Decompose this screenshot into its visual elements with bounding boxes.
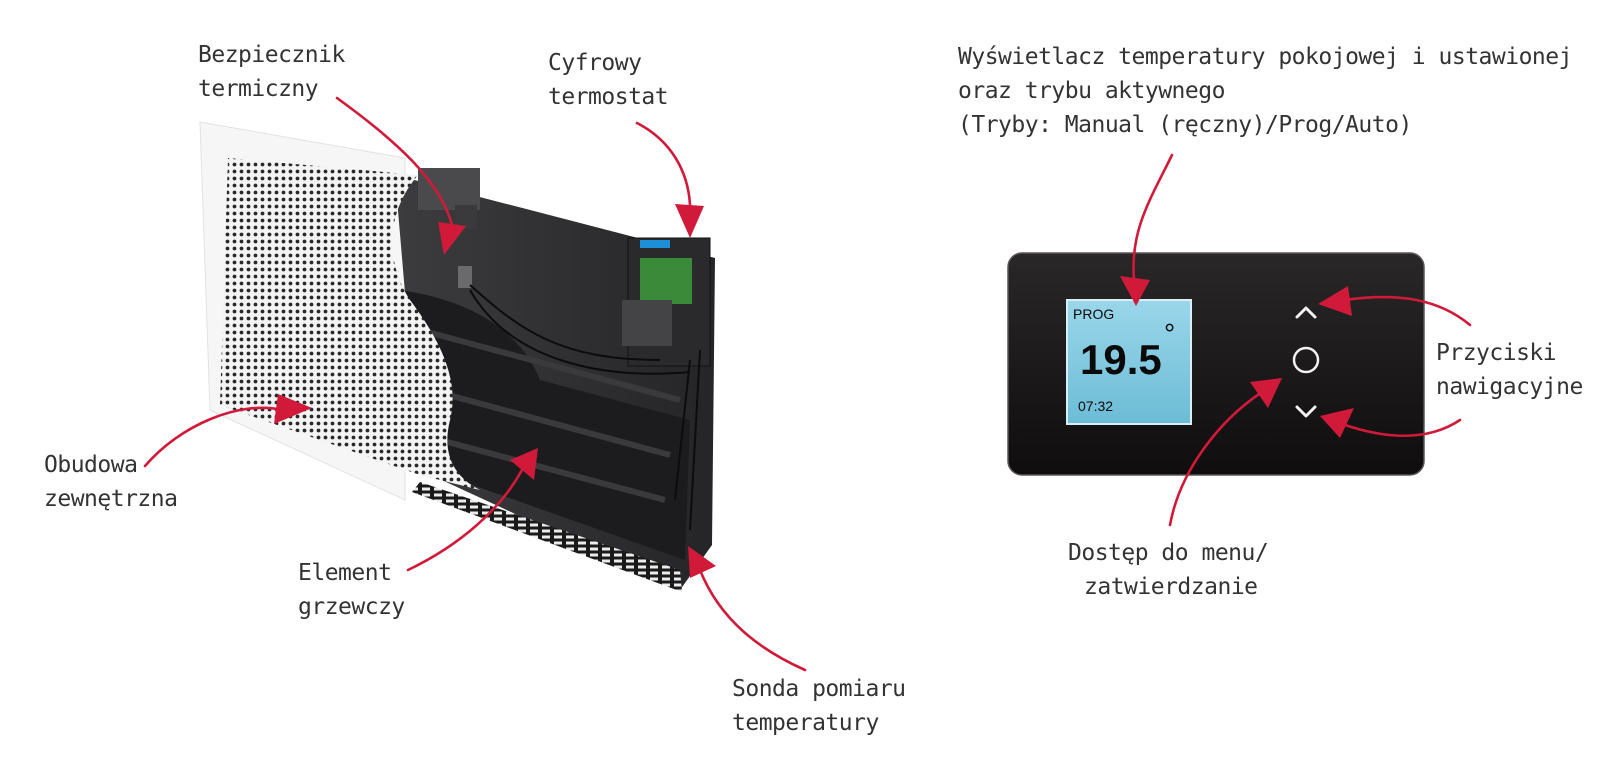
label-line: Element [298,560,392,586]
arrow-nav-up [1343,295,1472,327]
arrowhead-menu [1250,378,1282,408]
label-digital-thermostat: Cyfrowy termostat [548,46,669,114]
arrow-display [1132,153,1174,282]
circle-icon [1292,346,1320,374]
heater-illustration [199,121,715,592]
heating-element-bars [419,327,681,503]
arrowhead-nav-down [1320,408,1354,438]
up-button[interactable] [1292,300,1320,324]
label-line: Sonda pomiaru [732,676,906,702]
lcd-screen [1066,299,1192,425]
arrowhead-thermal-fuse [438,222,466,255]
label-line: termiczny [198,76,319,102]
label-line: (Tryby: Manual (ręczny)/Prog/Auto) [958,112,1412,138]
arrow-heating-element [406,468,524,572]
arrowhead-display [1120,276,1150,306]
label-outer-casing: Obudowa zewnętrzna [44,448,178,516]
chevron-down-icon [1295,405,1317,418]
label-heating-element: Element grzewczy [298,556,405,624]
thermal-fuse-housing [418,168,480,288]
bottom-grille [412,482,682,592]
label-temperature-probe: Sonda pomiaru temperatury [732,672,906,740]
wiring [469,284,701,531]
label-line: oraz trybu aktywnego [958,78,1225,104]
arrow-nav-down [1343,418,1462,437]
label-thermal-fuse: Bezpiecznik termiczny [198,38,345,106]
arrow-casing [143,406,284,468]
arrow-thermal-fuse [335,96,454,227]
label-line: Przyciski [1436,340,1557,366]
label-display-description: Wyświetlacz temperatury pokojowej i usta… [958,40,1572,142]
label-menu-access: Dostęp do menu/ zatwierdzanie [1068,536,1269,604]
arrowhead-probe [688,546,716,578]
thermostat-box [622,237,711,367]
lcd-time: 07:32 [1078,398,1114,414]
label-line: Wyświetlacz temperatury pokojowej i usta… [958,44,1572,70]
arrowhead-heating-element [510,448,538,480]
lcd-mode-label: PROG [1073,306,1115,322]
label-navigation-buttons: Przyciski nawigacyjne [1436,336,1583,404]
down-button[interactable] [1292,400,1320,424]
label-line: zatwierdzanie [1084,574,1258,600]
label-line: nawigacyjne [1436,374,1583,400]
arrowhead-casing [274,394,312,424]
arrowhead-nav-up [1318,286,1352,316]
label-line: grzewczy [298,594,405,620]
arrow-probe [698,568,807,672]
chevron-up-icon [1295,306,1317,319]
control-panel [1007,252,1425,476]
arrow-thermostat [635,121,692,207]
label-line: temperatury [732,710,879,736]
arrow-menu [1168,390,1264,527]
label-line: Obudowa [44,452,138,478]
lcd-degree-symbol: ° [1164,318,1176,349]
annotation-arrows [143,96,1472,672]
arrowhead-thermostat [675,204,704,238]
label-line: Bezpiecznik [198,42,345,68]
ok-button[interactable] [1290,344,1322,376]
arrow-heads [274,204,1354,578]
lcd-temperature: 19.5 [1080,336,1162,383]
heating-chamber [400,290,690,560]
label-line: termostat [548,84,669,110]
label-line: zewnętrzna [44,486,178,512]
label-line: Cyfrowy [548,50,642,76]
label-line: Dostęp do menu/ [1068,540,1269,566]
